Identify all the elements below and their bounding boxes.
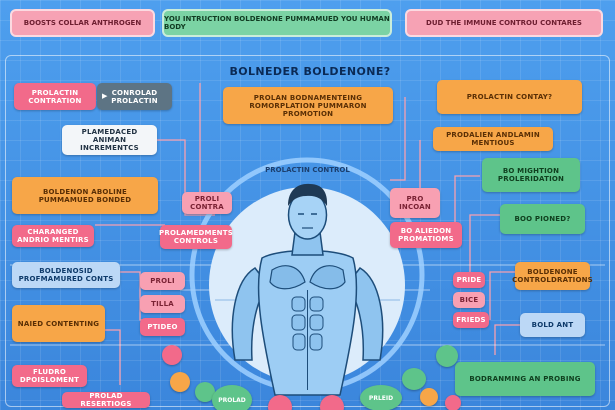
dot-orange-1 (170, 372, 190, 392)
dot-green-2 (402, 368, 426, 390)
box-text: PROLACTIN CONTAY? (466, 93, 553, 101)
box-text: PROLI CONTRA (190, 195, 224, 211)
box-prolan-center: PROLAN BODNAMENTEING ROMORPLATION PUMMAR… (223, 87, 393, 124)
box-text: PRIDE (456, 276, 482, 284)
box-naied-contenting: NAIED CONTENTING (12, 305, 105, 342)
box-text: BOLDENONE CONTROLDRATIONS (512, 268, 593, 284)
box-text: PRO INCOAN (399, 195, 431, 211)
line-l6 (105, 329, 121, 385)
box-text: PLAMEDACED ANIMAN INCREMENTCS (80, 128, 139, 152)
box-text: BO ALIEDON PROMATIOMS (398, 227, 454, 243)
box-tilla: TILLA (140, 295, 185, 313)
dot-green-1 (195, 382, 215, 402)
header-left-box: BOOSTS COLLAR ANTHROGEN (10, 9, 155, 37)
line-l2 (157, 139, 215, 216)
dot-prolad: PROLAD (212, 385, 252, 410)
line-r6 (489, 271, 515, 320)
box-bo-aliedon: BO ALIEDON PROMATIOMS (390, 222, 462, 248)
box-prolad-resertiogs: PROLAD RESERTIOGS (62, 392, 150, 408)
header-right-text: DUD THE IMMUNE CONTROU CONTARES (426, 19, 582, 27)
box-pride: PRIDE (453, 272, 485, 288)
box-prolactin-contay: PROLACTIN CONTAY? (437, 80, 582, 114)
diagram-panel (5, 55, 610, 407)
box-bold-ant: BOLD ANT (520, 313, 585, 337)
box-ptideo: PTIDEO (140, 318, 185, 336)
box-charanged: CHARANGED ANDRIO MENTIRS (12, 225, 94, 247)
diagram-title: BOLNEDER BOLDENONE? (229, 65, 391, 78)
box-text: BOLD ANT (531, 321, 574, 329)
line-r5 (469, 214, 500, 285)
dot-text: PROLAD (218, 396, 246, 404)
box-pro-incoan: PRO INCOAN (390, 188, 440, 218)
box-text: PROLAD RESERTIOGS (80, 392, 132, 408)
box-text: BO MIGHTION PROLERIDATION (497, 167, 565, 183)
dot-pink-3 (320, 395, 344, 410)
box-conrolad-prolactin: CONROLAD PROLACTIN (97, 83, 172, 110)
dot-pink-4 (445, 395, 461, 410)
box-text: TILLA (151, 300, 174, 308)
box-text: BICE (459, 296, 479, 304)
box-bice: BICE (453, 292, 485, 308)
dot-prleid: PRLEID (360, 385, 402, 410)
circle-label: PROLACTIN CONTROL (265, 166, 350, 174)
dot-pink-1 (162, 345, 182, 365)
box-bodranming: BODRANMING AN PROBING (455, 362, 595, 396)
box-text: CONROLAD PROLACTIN (111, 88, 158, 105)
box-plamedaced: PLAMEDACED ANIMAN INCREMENTCS (62, 125, 157, 155)
box-text: BOO PIONED? (514, 215, 571, 223)
box-prodalien: PRODALIEN ANDLAMIN MENTIOUS (433, 127, 553, 151)
arrow-right-icon: ▶ (102, 92, 108, 100)
box-text: PROLI (150, 277, 175, 285)
box-text: PROLACTIN CONTRATION (28, 88, 82, 105)
dot-green-3 (436, 345, 458, 367)
box-fludro: FLUDRO DPOISLOMENT (12, 365, 87, 387)
box-text: BOLDENOSID PROFMAMURED CONTS (18, 267, 114, 283)
box-frieds: FRIEDS (453, 312, 489, 328)
header-right-box: DUD THE IMMUNE CONTROU CONTARES (405, 9, 603, 37)
line-r (390, 97, 406, 181)
box-text: PROLAMEDMENTS CONTROLS (159, 229, 233, 245)
box-prolamedments: PROLAMEDMENTS CONTROLS (159, 225, 233, 249)
box-prolactin-contration: PROLACTIN CONTRATION (14, 83, 96, 110)
box-proli-contra: PROLI CONTRA (182, 192, 232, 214)
header-center-box: YOU INTRUCTION BOLDENONE PUMMAMUED YOU H… (162, 9, 392, 37)
box-text: PRODALIEN ANDLAMIN MENTIOUS (446, 131, 540, 147)
box-text: NAIED CONTENTING (17, 319, 100, 328)
box-text: CHARANGED ANDRIO MENTIRS (17, 228, 89, 244)
box-text: BODRANMING AN PROBING (469, 375, 581, 383)
box-boo-pioned: BOO PIONED? (500, 204, 585, 234)
box-text: FRIEDS (456, 316, 486, 324)
box-boldenosid: BOLDENOSID PROFMAMURED CONTS (12, 262, 120, 288)
header-left-text: BOOSTS COLLAR ANTHROGEN (23, 19, 142, 27)
box-text: BOLDENON ABOLINE PUMMAMUED BONDED (38, 187, 132, 204)
header-center-text: YOU INTRUCTION BOLDENONE PUMMAMUED YOU H… (164, 15, 390, 31)
figure-body (231, 183, 384, 396)
line-r4 (454, 175, 480, 230)
box-text: FLUDRO DPOISLOMENT (19, 368, 80, 384)
dot-orange-2 (420, 388, 438, 406)
box-proli: PROLI (140, 272, 185, 290)
box-bo-mightion: BO MIGHTION PROLERIDATION (482, 158, 580, 192)
dot-pink-2 (268, 395, 292, 410)
box-text: PTIDEO (147, 323, 178, 331)
box-boldenone-controldrations: BOLDENONE CONTROLDRATIONS (512, 262, 593, 290)
box-boldenon-aboline: BOLDENON ABOLINE PUMMAMUED BONDED (12, 177, 158, 214)
dot-text: PRLEID (368, 394, 394, 402)
box-text: PROLAN BODNAMENTEING ROMORPLATION PUMMAR… (249, 93, 367, 118)
